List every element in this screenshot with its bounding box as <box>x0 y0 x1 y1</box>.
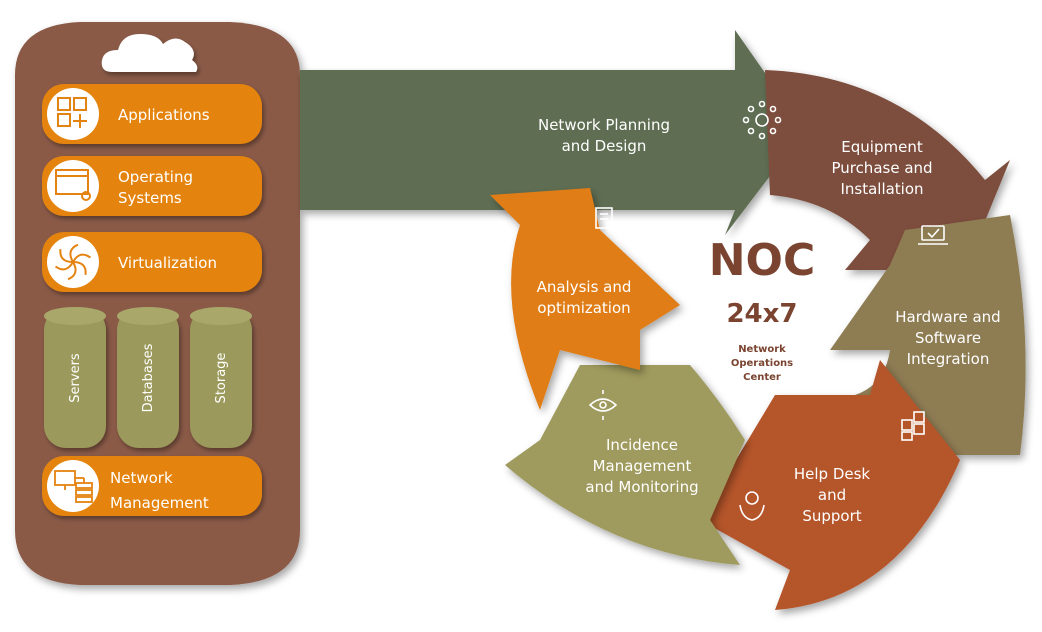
infra-cylinder: Storage <box>190 307 252 448</box>
infra-cylinder: Servers <box>44 307 106 448</box>
noc-caption-line2: Operations <box>731 358 793 369</box>
step-label: and Design <box>562 137 647 155</box>
step-labels: Network Planning and Design EquipmentPurch… <box>537 116 1001 525</box>
noc-title: NOC <box>709 235 816 286</box>
step-network-planning-arrow <box>300 30 805 235</box>
stack-item-label: Operating <box>118 168 193 186</box>
network-management-line1: Network <box>110 469 173 487</box>
step-label: and <box>818 486 846 504</box>
step-label: Support <box>802 507 861 525</box>
infra-label: Storage <box>214 353 229 404</box>
network-computer-icon-badge <box>47 460 99 512</box>
step-equipment-arrow <box>765 70 1010 270</box>
infra-cylinder: Databases <box>117 307 179 448</box>
step-label: Equipment <box>841 138 923 156</box>
noc-subtitle: 24x7 <box>726 299 797 329</box>
virtualization-swirl-icon <box>54 243 92 281</box>
puzzle-icon <box>901 411 925 441</box>
noc-caption-line3: Center <box>743 372 781 383</box>
infra-label: Servers <box>68 353 83 403</box>
network-nodes-icon <box>742 100 782 140</box>
step-label: Installation <box>840 180 923 198</box>
stack-item-label: Applications <box>118 106 210 124</box>
step-incidence-arrow <box>505 365 745 565</box>
applications-grid-icon-badge <box>47 88 99 140</box>
step-label: Purchase and <box>831 159 932 177</box>
stack-item-label: Systems <box>118 189 182 207</box>
network-management-line2: Management <box>110 494 209 512</box>
step-helpdesk-arrow <box>700 360 960 610</box>
cloud-icon <box>101 34 198 72</box>
noc-cycle <box>490 70 1026 610</box>
applications-grid-icon <box>57 97 87 128</box>
network-management-item: Network Management <box>42 456 262 516</box>
laptop-check-icon <box>918 225 948 245</box>
step-analysis-arrow <box>490 188 680 410</box>
noc-caption-line1: Network <box>738 344 786 355</box>
stack-item-label: Virtualization <box>118 254 217 272</box>
step-label: Help Desk <box>794 465 871 483</box>
step-label: Analysis and <box>537 278 632 296</box>
step-label: Management <box>593 457 692 475</box>
analysis-report-icon <box>595 207 621 235</box>
stack-item: Virtualization <box>42 232 262 292</box>
infrastructure-stack: ApplicationsOperatingSystemsVirtualizati… <box>15 22 300 585</box>
step-label: and Monitoring <box>585 478 698 496</box>
step-label: Integration <box>907 350 990 368</box>
infra-label: Databases <box>141 343 156 412</box>
stack-item: Applications <box>42 84 262 144</box>
step-label: Incidence <box>606 436 678 454</box>
support-hands-icon <box>739 491 765 521</box>
os-window-icon-badge <box>47 160 99 212</box>
step-label: Hardware and <box>895 308 1000 326</box>
network-computer-icon <box>54 470 93 503</box>
step-label: optimization <box>537 299 630 317</box>
step-label: Network Planning <box>538 116 670 134</box>
noc-center: NOC 24x7 Network Operations Center <box>709 235 816 383</box>
monitoring-eye-icon <box>588 390 618 420</box>
os-window-icon <box>55 169 91 201</box>
step-label: Software <box>915 329 981 347</box>
